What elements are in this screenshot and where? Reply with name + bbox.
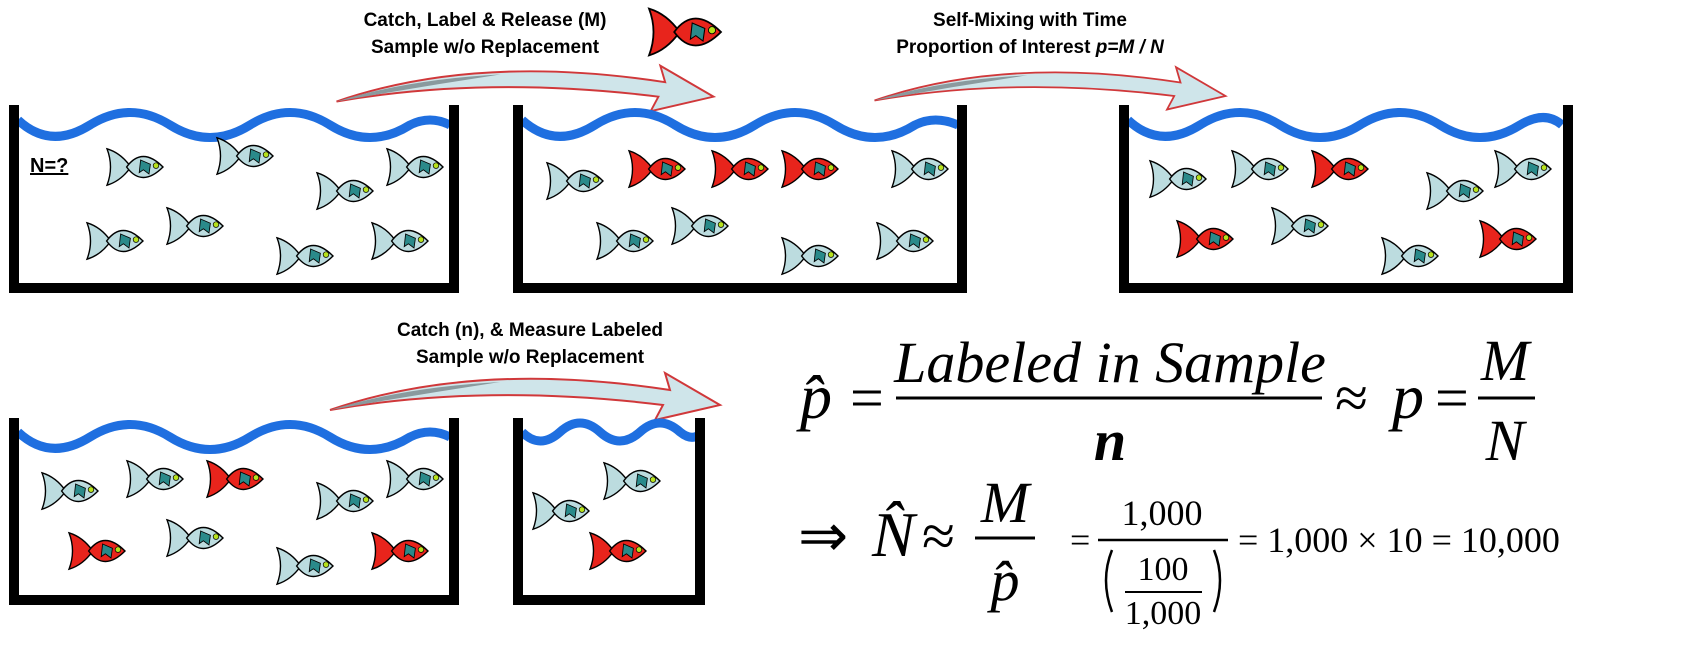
estimator-formula: p̂ = Labeled in Sample n ≈ p = M N ⇒ N̂ … (796, 328, 1560, 632)
fish-icon (1494, 150, 1552, 188)
fish-icon (316, 482, 374, 520)
step2-caption-formula: p=M / N (1095, 37, 1165, 58)
fish-icon (166, 207, 224, 245)
fish-icon (532, 492, 590, 530)
fish-icon (589, 532, 647, 570)
inner-numerator: 100 (1138, 551, 1189, 588)
step1-caption: Catch, Label & Release (M) Sample w/o Re… (364, 10, 607, 58)
step1-caption-line1: Catch, Label & Release (M) (364, 10, 607, 31)
fish-icon (1231, 150, 1289, 188)
fish-icon (41, 472, 99, 510)
fish-icon (68, 532, 126, 570)
approx-sign: ≈ (1335, 365, 1368, 431)
implies-sign: ⇒ (798, 503, 848, 569)
fish-icon (1176, 220, 1234, 258)
curved-arrow-icon (873, 66, 1227, 111)
tank-wall (9, 418, 459, 605)
step1-caption-line2: Sample w/o Replacement (371, 37, 600, 58)
tank-wall (1119, 105, 1573, 293)
right-paren (1212, 549, 1222, 613)
fish-icon (648, 7, 722, 57)
approx-sign-2: ≈ (922, 503, 955, 569)
equals-sign: = (850, 365, 884, 431)
step3-caption: Catch (n), & Measure Labeled Sample w/o … (397, 320, 663, 368)
left-paren (1104, 549, 1114, 613)
fish-icon (546, 162, 604, 200)
tank-2 (513, 105, 967, 293)
step2-caption-prefix: Proportion of Interest (896, 37, 1096, 58)
fish-icon (371, 532, 429, 570)
fish-icon (1479, 220, 1537, 258)
fish-icon (1311, 150, 1369, 188)
unknown-population-label: N=? (30, 155, 68, 177)
curved-arrow-icon (335, 64, 715, 113)
numeric-result: = 1,000 × 10 = 10,000 (1238, 520, 1560, 560)
N-hat-symbol: N̂ (871, 499, 918, 570)
M-over-p-numerator: M (980, 470, 1032, 535)
tank-wall (513, 418, 705, 605)
fish-icon (1426, 172, 1484, 210)
fish-icon (1271, 207, 1329, 245)
fish-icon (781, 237, 839, 275)
fish-icon (876, 222, 934, 260)
tank-1: N=? (9, 105, 459, 293)
tank-4 (9, 418, 459, 605)
fish-icon (126, 460, 184, 498)
fish-icon (628, 150, 686, 188)
fish-icon (316, 172, 374, 210)
tank-wall (513, 105, 967, 293)
tank-wall (9, 105, 459, 293)
water-surface (1124, 108, 1565, 142)
tank-5 (513, 418, 705, 605)
fish-icon (603, 462, 661, 500)
inner-denominator: 1,000 (1125, 595, 1202, 632)
step2-caption: Self-Mixing with Time Proportion of Inte… (896, 10, 1165, 58)
curved-arrow-icon (329, 372, 721, 421)
fish-icon (371, 222, 429, 260)
water-surface (14, 108, 453, 142)
water-surface (518, 108, 960, 142)
fish-icon (671, 207, 729, 245)
N-symbol: N (1485, 408, 1528, 473)
step1-fish-icon (648, 7, 722, 57)
step2-caption-line1: Self-Mixing with Time (933, 10, 1127, 31)
numerator-label: Labeled in Sample (893, 330, 1326, 395)
step2-caption-line2: Proportion of Interest p=M / N (896, 37, 1165, 58)
fish-icon (1149, 160, 1207, 198)
fish-icon (166, 519, 224, 557)
water-surface (518, 418, 700, 446)
fish-icon (891, 150, 949, 188)
fish-icon (1381, 237, 1439, 275)
step3-caption-line2: Sample w/o Replacement (416, 347, 645, 368)
fish-icon (86, 222, 144, 260)
fish-icon (386, 148, 444, 186)
fish-icon (276, 547, 334, 585)
tank-3 (1119, 105, 1573, 293)
fish-icon (386, 460, 444, 498)
equals-sign-3: = (1070, 520, 1090, 560)
fish-icon (781, 150, 839, 188)
M-symbol: M (1480, 328, 1532, 393)
denominator-n: n (1094, 408, 1126, 473)
M-over-p-denominator: p̂ (987, 548, 1020, 613)
fish-icon (106, 148, 164, 186)
fish-icon (206, 460, 264, 498)
p-symbol: p (1388, 361, 1424, 432)
step3-caption-line1: Catch (n), & Measure Labeled (397, 320, 663, 341)
equals-sign-2: = (1435, 365, 1469, 431)
fish-icon (216, 137, 274, 175)
fish-icon (276, 237, 334, 275)
water-surface (14, 420, 453, 454)
fish-icon (711, 150, 769, 188)
p-hat-symbol: p̂ (796, 361, 832, 432)
numeric-numerator: 1,000 (1122, 493, 1203, 533)
fish-icon (596, 222, 654, 260)
